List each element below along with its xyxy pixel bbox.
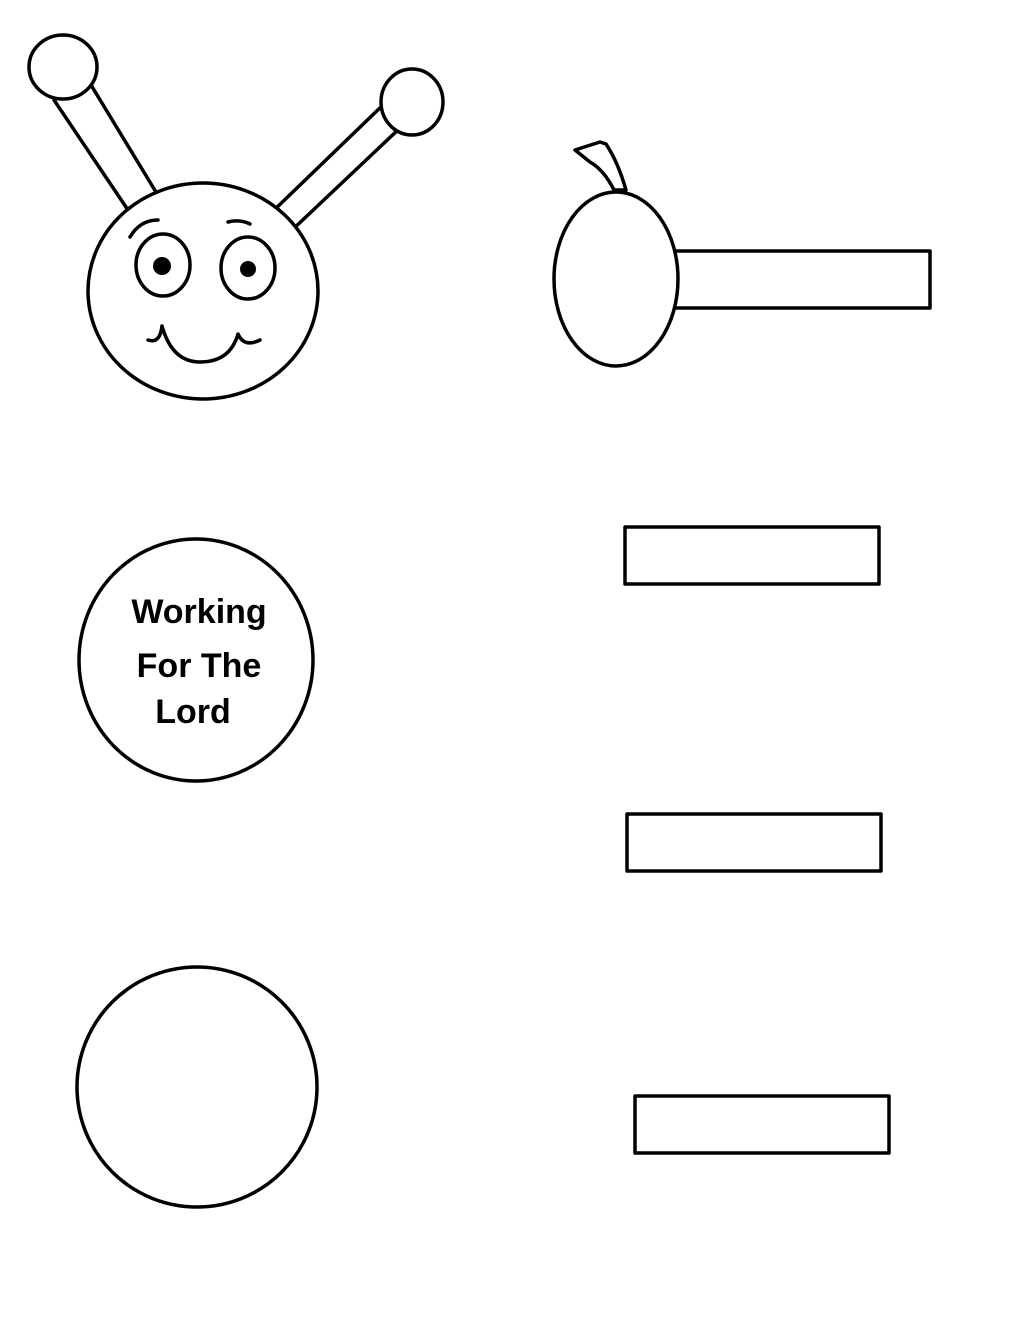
right-pupil xyxy=(240,261,256,277)
hammer-stem xyxy=(573,140,628,192)
right-eyebrow xyxy=(226,219,252,226)
hammer-cutout xyxy=(552,140,932,368)
hammer-handle xyxy=(672,249,932,310)
message-circle xyxy=(77,537,315,783)
plain-body-circle xyxy=(75,965,319,1209)
right-antenna-stalk xyxy=(268,102,402,234)
body-circle-with-message: Working For The Lord xyxy=(77,537,315,783)
hammer-head xyxy=(552,190,680,368)
left-pupil xyxy=(153,257,171,275)
strip-3 xyxy=(633,1094,891,1155)
right-antenna-knob xyxy=(379,67,445,137)
smile xyxy=(146,324,262,364)
head-circle xyxy=(86,181,320,401)
strip-2 xyxy=(625,812,883,873)
message-line-3: Lord xyxy=(155,693,231,731)
left-antenna-knob xyxy=(27,33,99,101)
caterpillar-head-cutout xyxy=(27,33,445,401)
left-eyebrow xyxy=(128,218,160,239)
message-line-2: For The xyxy=(137,647,262,685)
message-line-1: Working xyxy=(131,593,266,631)
strip-1 xyxy=(623,525,881,586)
